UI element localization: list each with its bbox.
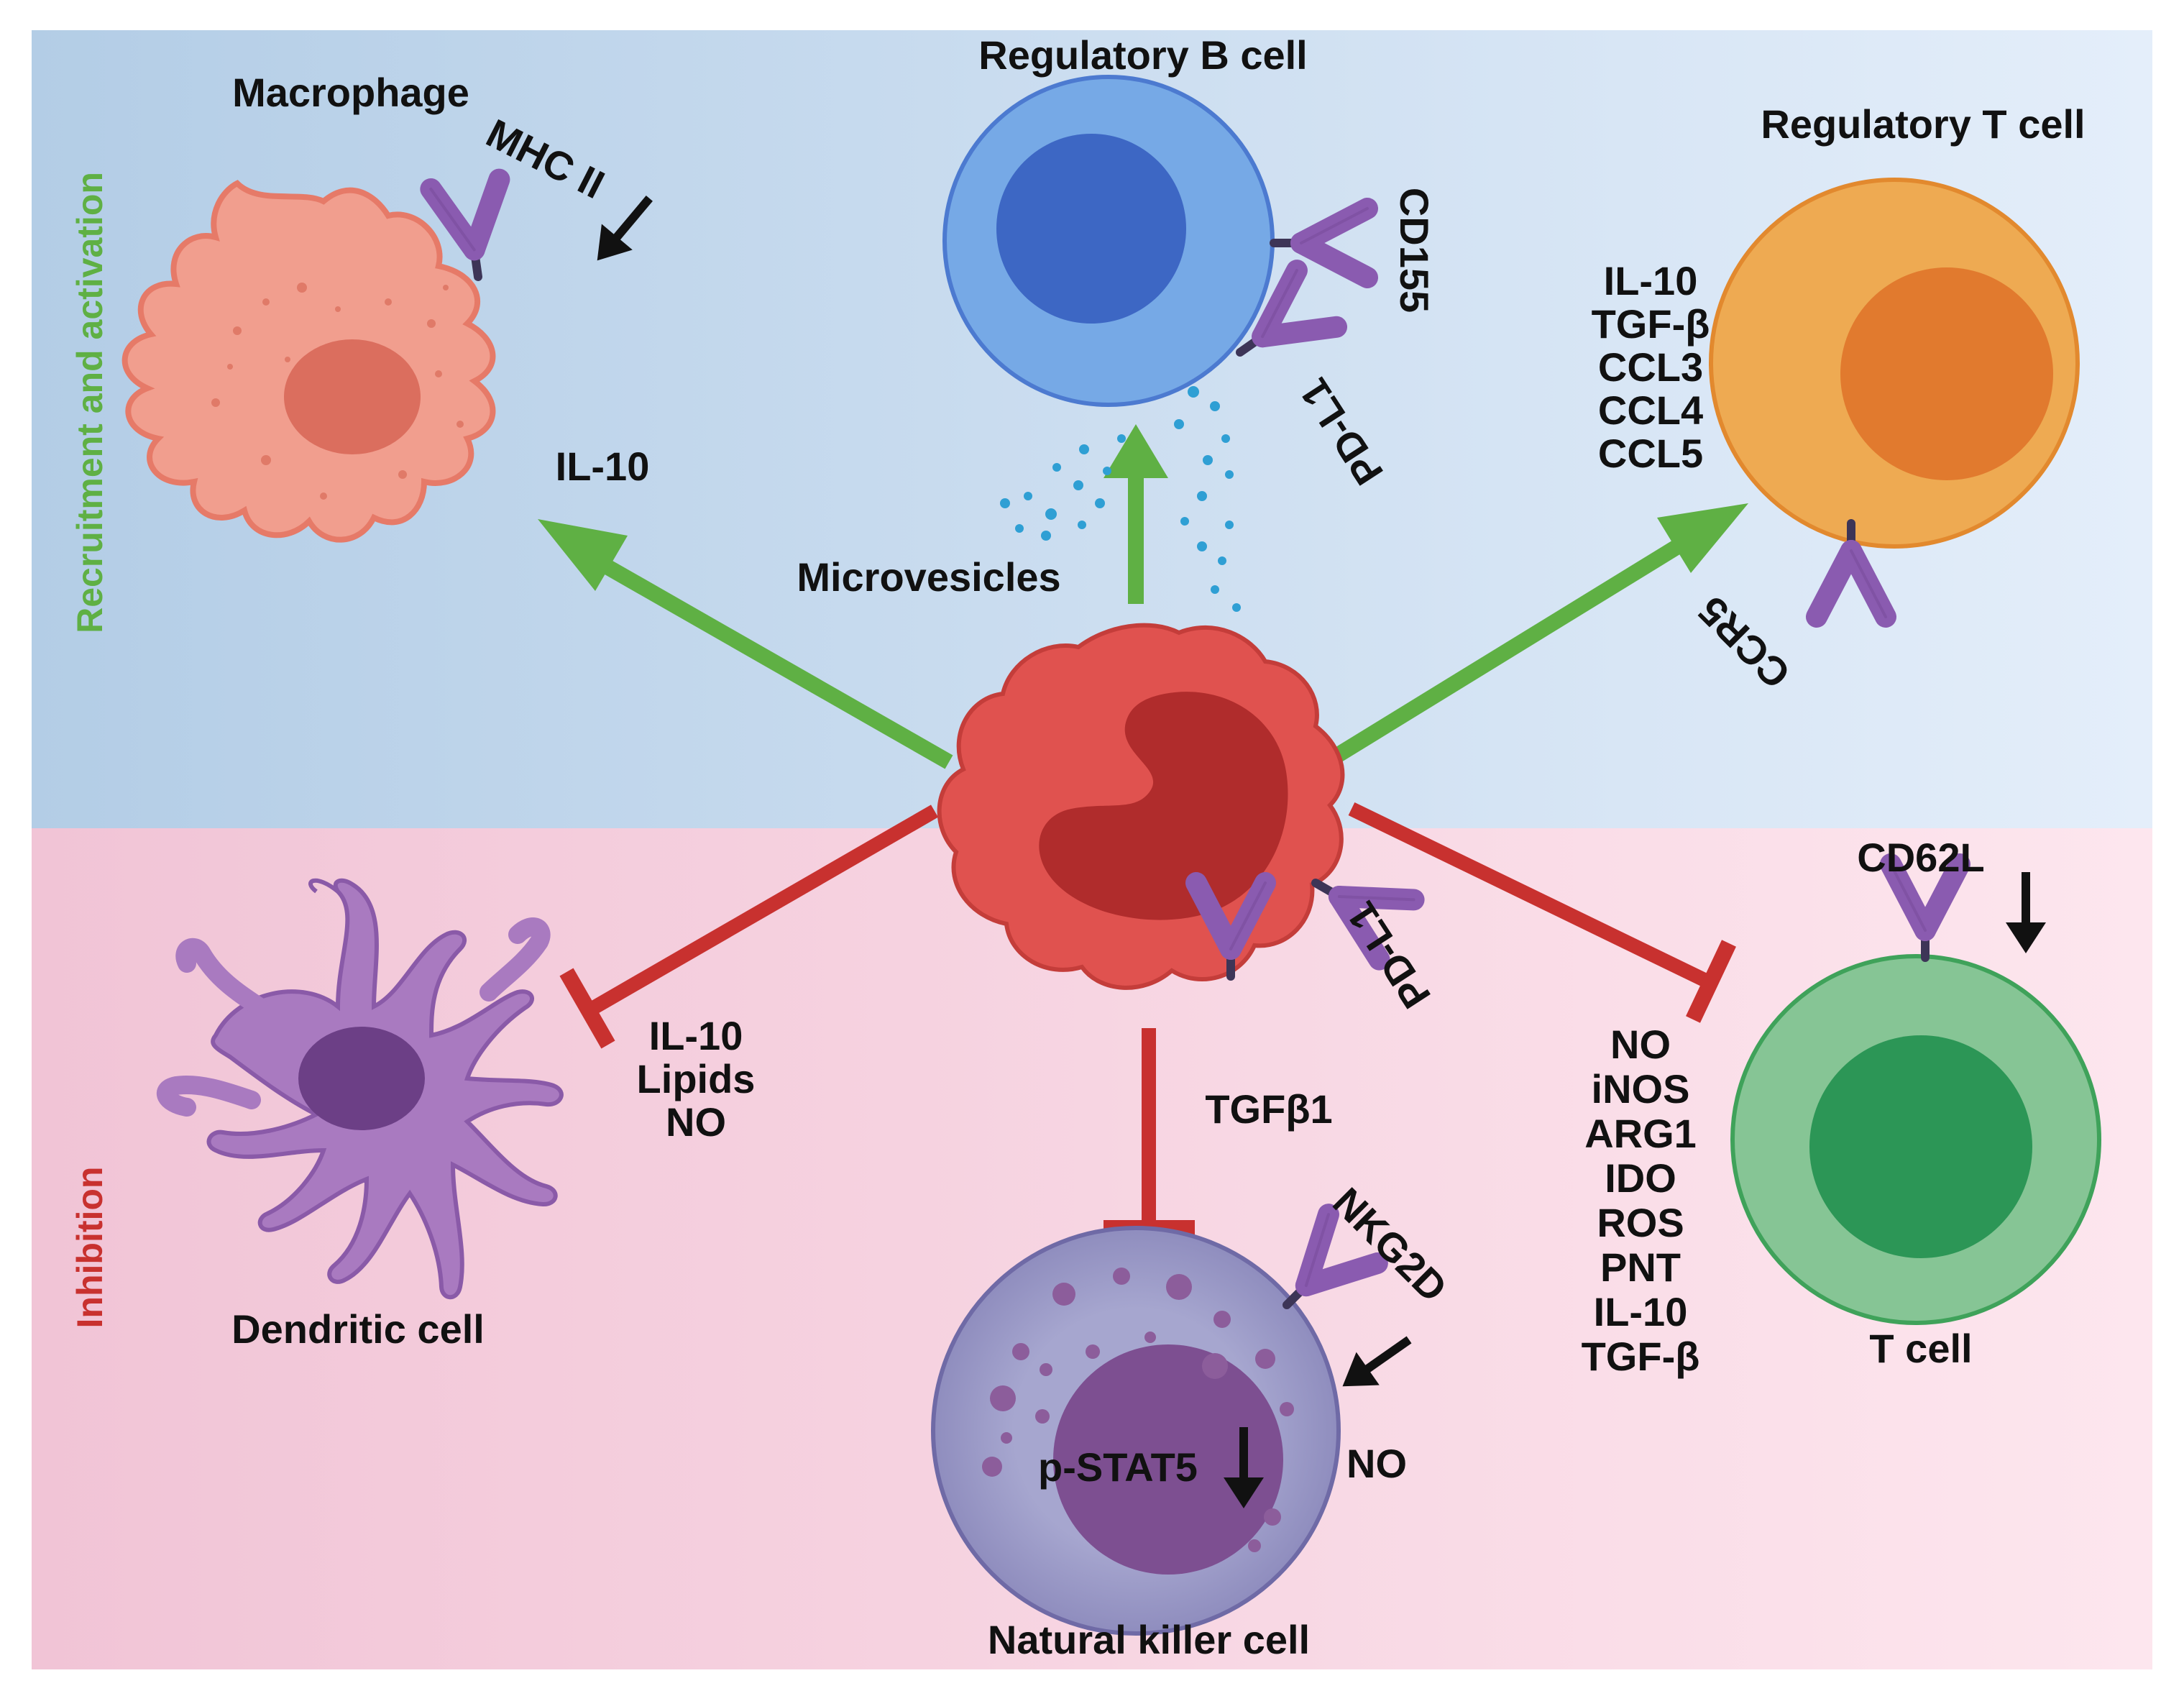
tcell-factor-7: IL-10 xyxy=(1594,1289,1688,1334)
tcell-factor-4: IDO xyxy=(1605,1155,1676,1201)
nk-label: Natural killer cell xyxy=(988,1617,1310,1662)
treg-label: Regulatory T cell xyxy=(1761,101,2085,147)
tgfb1-label: TGFβ1 xyxy=(1205,1086,1332,1132)
inhibit-dendritic xyxy=(559,805,938,1049)
tcell-factor-3: ARG1 xyxy=(1584,1111,1697,1156)
cd62l-label: CD62L xyxy=(1857,835,1984,880)
treg-factor-1: IL-10 xyxy=(1604,258,1698,303)
tcell-factor-5: ROS xyxy=(1597,1200,1684,1245)
t-cell xyxy=(1730,954,2101,1325)
dendritic-label: Dendritic cell xyxy=(231,1306,485,1352)
arrow-to-macrophage xyxy=(538,519,953,769)
dendritic-cell xyxy=(157,878,564,1300)
inhibit-tcell xyxy=(1348,802,1736,1023)
dendritic-factor-1: IL-10 xyxy=(649,1013,743,1058)
microvesicles-label: Microvesicles xyxy=(797,554,1060,600)
treg-factor-4: CCL4 xyxy=(1598,388,1703,433)
breg-label: Regulatory B cell xyxy=(978,32,1307,78)
arrow-to-treg xyxy=(1322,503,1748,769)
natural-killer-cell xyxy=(931,1226,1341,1636)
mdsc-cell xyxy=(937,623,1345,990)
inhibition-panel-label: Inhibition xyxy=(70,1167,110,1329)
tcell-factor-2: iNOS xyxy=(1592,1066,1690,1112)
recruitment-panel-label: Recruitment and activation xyxy=(70,172,110,633)
cd155-label: CD155 xyxy=(1392,188,1437,313)
regulatory-t-cell xyxy=(1709,178,2080,549)
treg-factor-2: TGF-β xyxy=(1592,301,1710,347)
tcell-label: T cell xyxy=(1869,1326,1972,1371)
dendritic-factor-2: Lipids xyxy=(637,1056,756,1101)
macrophage-label: Macrophage xyxy=(232,70,469,115)
dendritic-factor-3: NO xyxy=(666,1099,726,1145)
tcell-factor-8: TGF-β xyxy=(1582,1334,1700,1379)
tcell-factor-1: NO xyxy=(1610,1022,1671,1067)
treg-factor-5: CCL5 xyxy=(1598,431,1703,476)
tcell-factor-6: PNT xyxy=(1600,1245,1681,1290)
macrophage-il10-label: IL-10 xyxy=(556,444,650,489)
p-stat5-label: p-STAT5 xyxy=(1038,1444,1198,1490)
regulatory-b-cell xyxy=(942,75,1275,407)
treg-factor-3: CCL3 xyxy=(1598,344,1703,390)
arrow-to-breg xyxy=(1104,424,1168,604)
macrophage-cell xyxy=(121,180,496,543)
nk-no-label: NO xyxy=(1346,1441,1407,1486)
